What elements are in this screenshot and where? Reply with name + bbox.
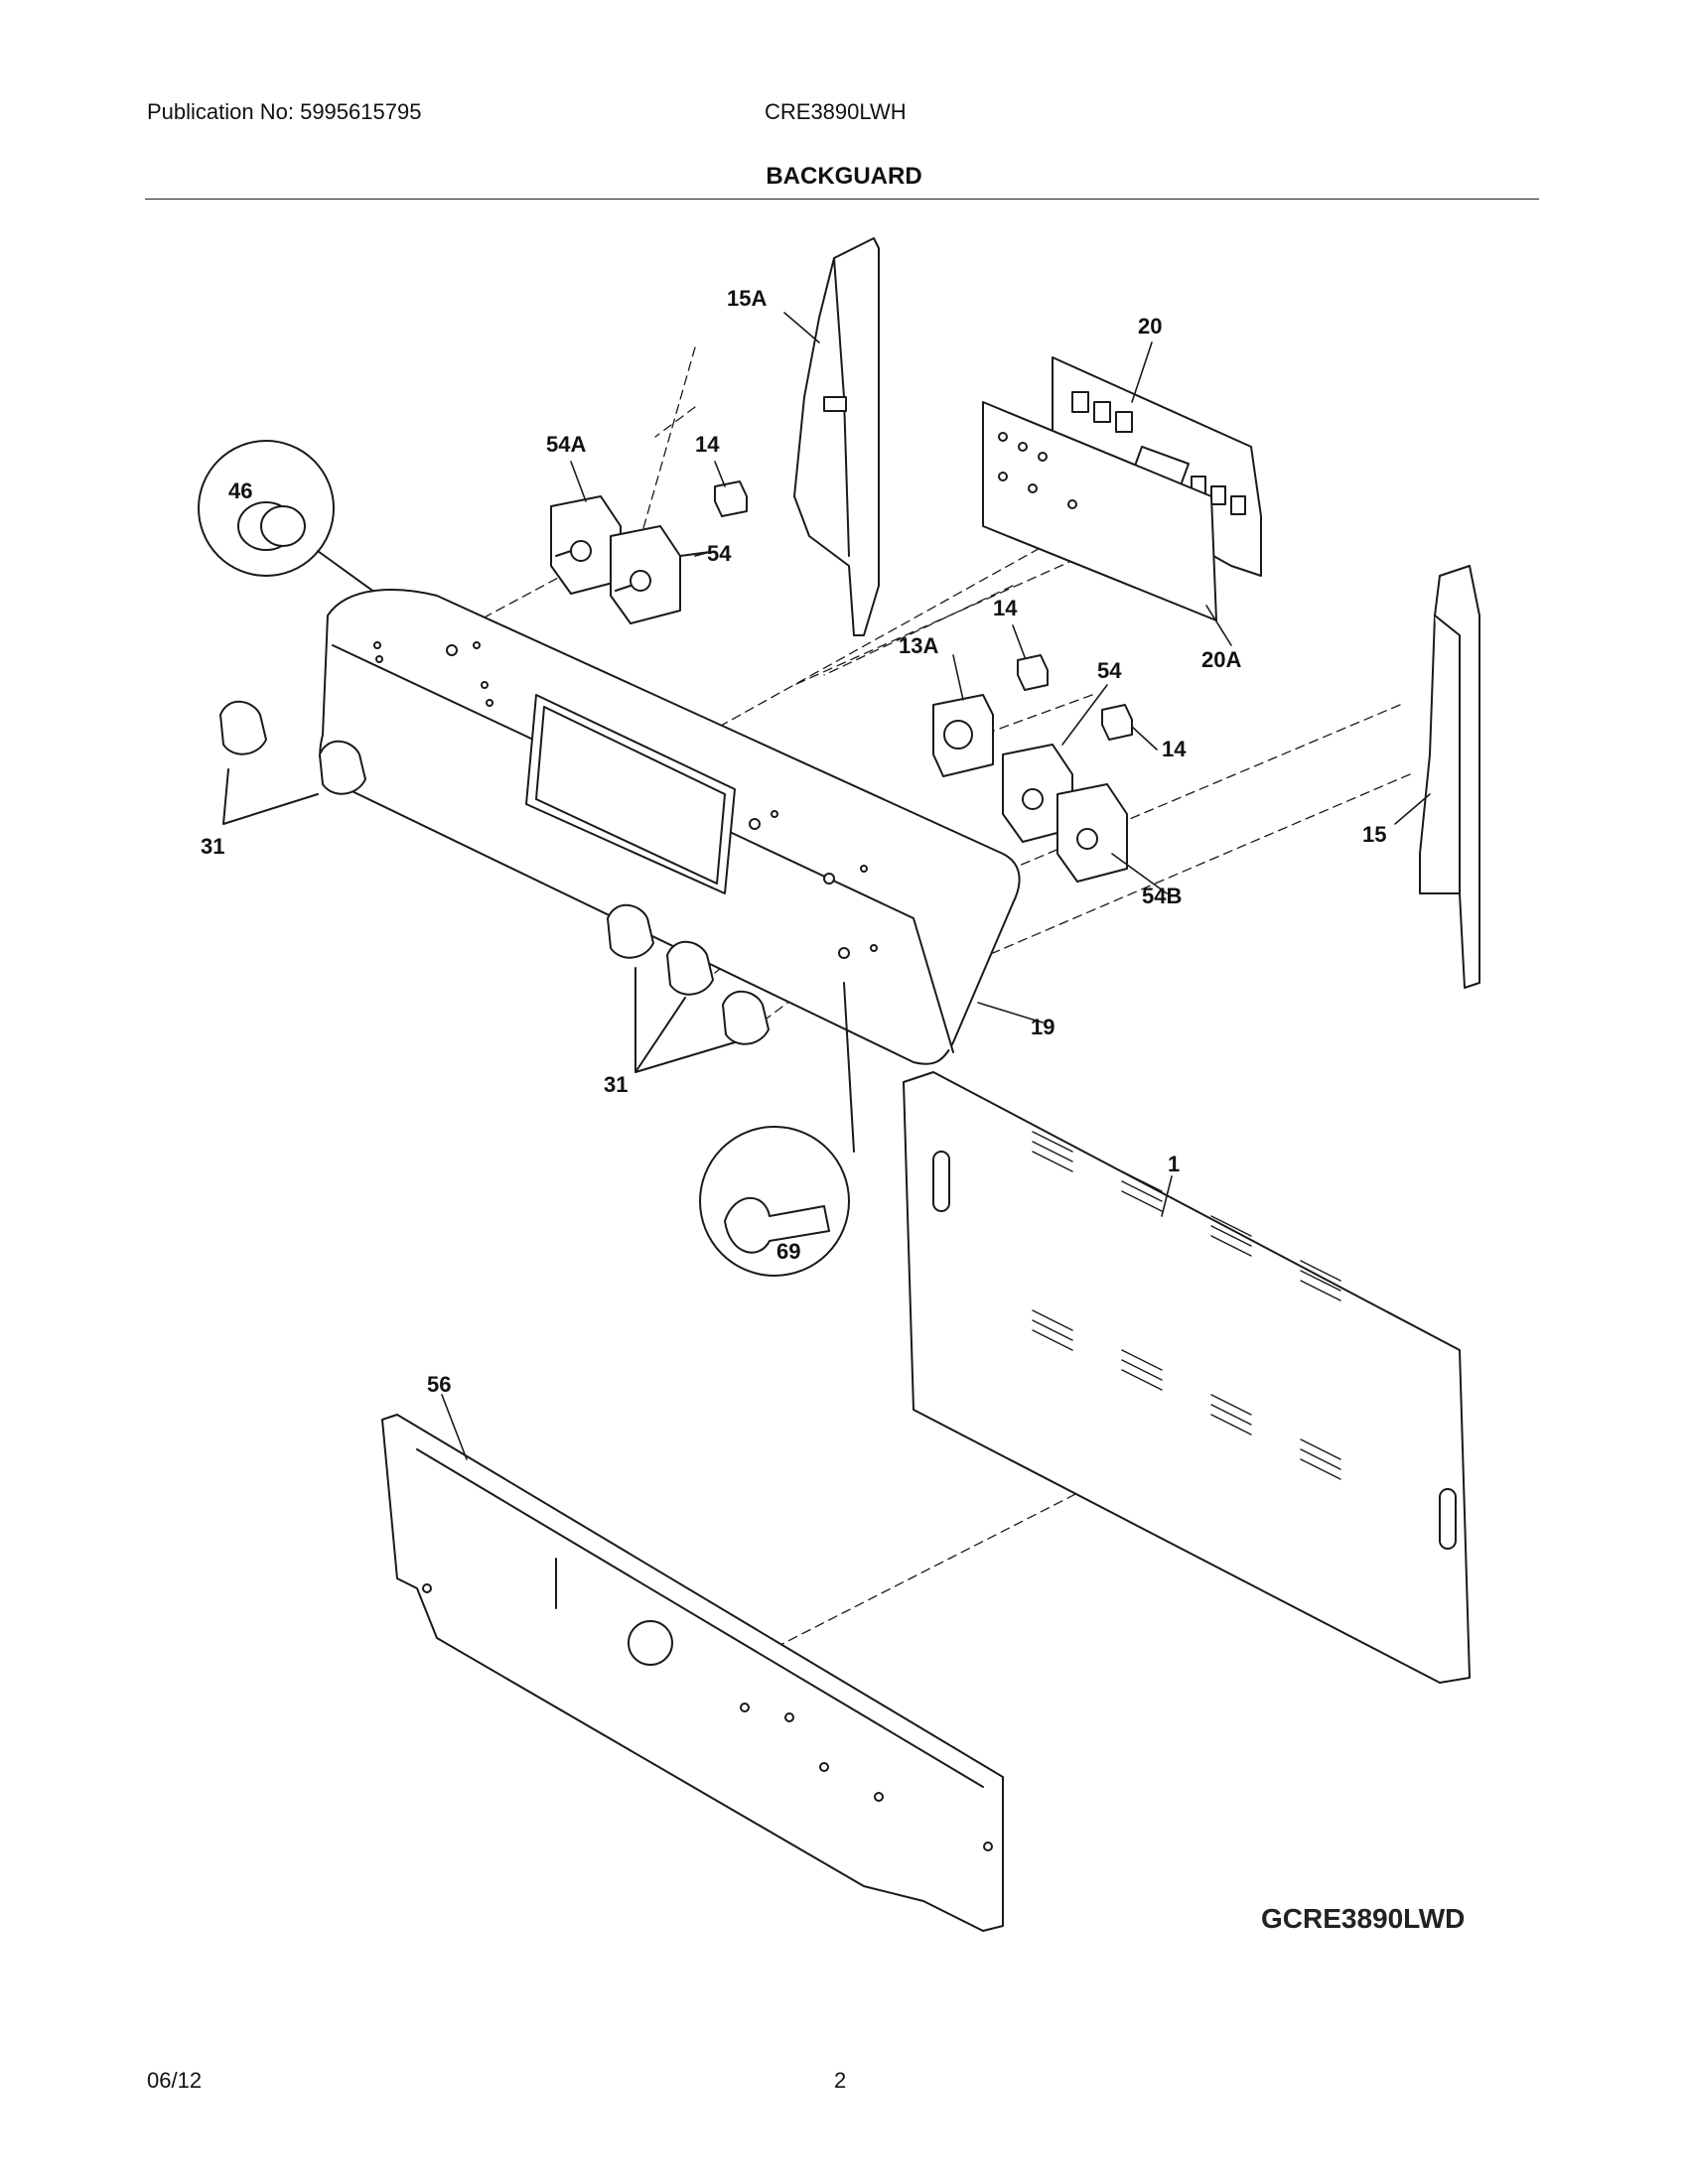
callout-14-mid: 14 <box>993 596 1018 620</box>
model-number: CRE3890LWH <box>765 99 907 124</box>
callout-15: 15 <box>1362 822 1386 847</box>
callout-20a: 20A <box>1201 647 1241 672</box>
callout-54a: 54A <box>546 432 586 457</box>
bottom-panel-56 <box>381 1414 1004 1932</box>
knobs-31-lower <box>607 903 770 1073</box>
relay-14-top <box>714 480 748 517</box>
callout-15a: 15A <box>727 286 767 311</box>
callout-54b: 54B <box>1142 884 1182 908</box>
rear-panel-1 <box>903 1071 1471 1684</box>
publication-number: Publication No: 5995615795 <box>147 99 422 124</box>
leader-lines <box>441 312 1431 1460</box>
callout-46: 46 <box>228 478 252 503</box>
header-rule <box>145 199 1539 200</box>
callout-54-right: 54 <box>1097 658 1122 683</box>
end-cap-15a <box>793 237 880 636</box>
callout-31-lower: 31 <box>604 1072 628 1097</box>
callout-69: 69 <box>776 1239 800 1264</box>
callout-13a: 13A <box>899 633 938 658</box>
section-title: BACKGUARD <box>766 163 922 190</box>
relay-14-right <box>1101 704 1133 741</box>
thermostat-13a <box>932 694 994 777</box>
callout-31-left: 31 <box>201 834 224 859</box>
page-number: 2 <box>834 2068 847 2093</box>
callout-19: 19 <box>1031 1015 1055 1039</box>
relay-14-mid <box>1017 654 1049 691</box>
callout-56: 56 <box>427 1372 451 1397</box>
knobs-31-left <box>219 700 366 825</box>
callout-54-top: 54 <box>707 541 732 566</box>
callout-14-right: 14 <box>1162 737 1187 761</box>
callout-14-top: 14 <box>695 432 720 457</box>
callout-20: 20 <box>1138 314 1162 339</box>
end-cap-15 <box>1419 565 1480 989</box>
knob-46-zoom <box>198 440 463 656</box>
callout-1: 1 <box>1168 1152 1180 1176</box>
footer-date: 06/12 <box>147 2068 203 2093</box>
switch-54-top <box>610 525 711 624</box>
backguard-panel-19 <box>319 589 1021 1065</box>
switch-54b <box>1056 783 1128 883</box>
drawing-id: GCRE3890LWD <box>1261 1903 1465 1934</box>
screw-69-zoom <box>699 982 855 1277</box>
